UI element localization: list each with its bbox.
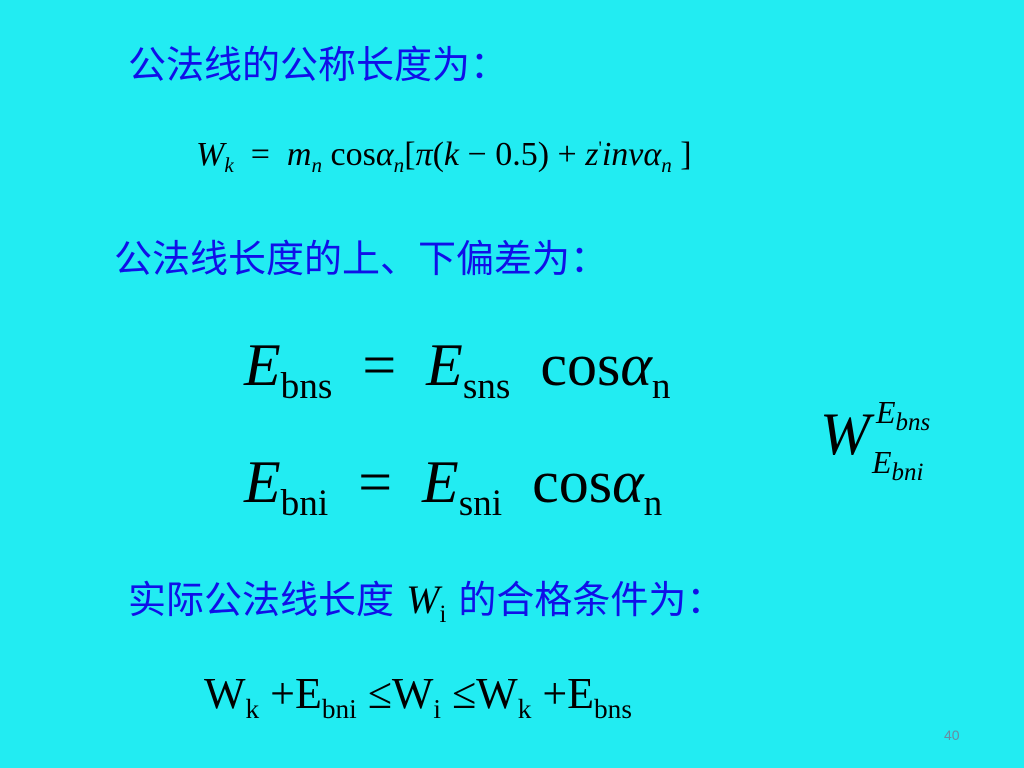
plus-sign: +: [270, 669, 295, 718]
leq-sign: ≤: [367, 669, 392, 718]
heading-text-after: 的合格条件为：: [458, 578, 725, 622]
symbol-e: E: [872, 444, 892, 480]
paren-close: ): [537, 136, 550, 173]
subscript-i: i: [433, 693, 441, 724]
leq-sign: ≤: [452, 669, 477, 718]
symbol-e: E: [422, 449, 459, 515]
symbol-w: W: [391, 669, 434, 718]
subscript-sni: sni: [458, 483, 503, 525]
symbol-alpha: α: [375, 136, 394, 173]
page-number: 40: [944, 727, 960, 743]
subscript-n: n: [661, 153, 672, 178]
upper-deviation-label: Ebns: [876, 394, 930, 435]
lower-deviation-label: Ebni: [872, 444, 923, 485]
symbol-alpha: α: [643, 136, 662, 173]
cos-function: cos: [540, 332, 621, 398]
subscript-bns: bns: [594, 693, 632, 724]
heading-text-before: 实际公法线长度: [128, 578, 395, 622]
subscript-bni: bni: [321, 693, 357, 724]
subscript-bni: bni: [280, 483, 329, 525]
symbol-pi: π: [415, 136, 433, 173]
equals-sign: =: [362, 332, 397, 398]
subscript-n: n: [643, 483, 663, 525]
subscript-k: k: [224, 153, 234, 178]
symbol-e: E: [295, 669, 322, 718]
symbol-w: W: [204, 669, 246, 718]
heading-deviations: 公法线长度的上、下偏差为：: [114, 237, 609, 281]
symbol-e: E: [426, 332, 463, 398]
plus-sign: +: [557, 136, 577, 173]
plus-sign: +: [542, 669, 568, 718]
subscript-n: n: [311, 153, 322, 178]
constant-half: 0.5: [495, 136, 538, 173]
symbol-k: k: [443, 136, 460, 173]
subscript-bns: bns: [895, 409, 931, 437]
equals-sign: =: [358, 449, 393, 515]
subscript-sns: sns: [462, 366, 511, 408]
formula-nominal-length: Wk = mn cosαn[π(k − 0.5) + z'invαn ]: [196, 136, 692, 176]
symbol-m: m: [286, 136, 312, 173]
symbol-z: z: [585, 136, 599, 173]
variable-wi: Wi: [406, 577, 447, 628]
symbol-e: E: [244, 449, 281, 515]
tolerance-notation: W Ebns Ebni: [820, 394, 970, 498]
bracket-close: ]: [680, 136, 692, 173]
cos-function: cos: [330, 136, 376, 173]
heading-acceptance-condition: 实际公法线长度 Wi 的合格条件为：: [128, 577, 725, 628]
superscript-prime: ': [598, 137, 602, 159]
paren-open: (: [432, 136, 444, 173]
formula-upper-deviation: Ebns = Esns cosαn: [244, 332, 670, 405]
subscript-bns: bns: [280, 366, 333, 408]
subscript-bni: bni: [891, 459, 924, 487]
symbol-w: W: [196, 136, 225, 173]
minus-sign: −: [467, 136, 487, 173]
subscript-n: n: [393, 153, 405, 178]
subscript-n: n: [651, 366, 671, 408]
symbol-e: E: [876, 394, 896, 430]
subscript-k: k: [517, 693, 532, 724]
cos-function: cos: [532, 449, 613, 515]
symbol-w: W: [476, 669, 518, 718]
symbol-alpha: α: [620, 332, 652, 398]
formula-lower-deviation: Ebni = Esni cosαn: [244, 449, 662, 522]
symbol-w: W: [820, 401, 870, 467]
symbol-alpha: α: [612, 449, 644, 515]
formula-acceptance-condition: Wk +Ebni ≤Wi ≤Wk +Ebns: [204, 669, 632, 723]
subscript-k: k: [245, 693, 260, 724]
heading-nominal-length: 公法线的公称长度为：: [128, 43, 509, 87]
inv-function: inv: [601, 136, 644, 173]
symbol-e: E: [244, 332, 281, 398]
equals-sign: =: [250, 136, 270, 173]
bracket-open: [: [404, 136, 416, 173]
symbol-e: E: [567, 669, 595, 718]
